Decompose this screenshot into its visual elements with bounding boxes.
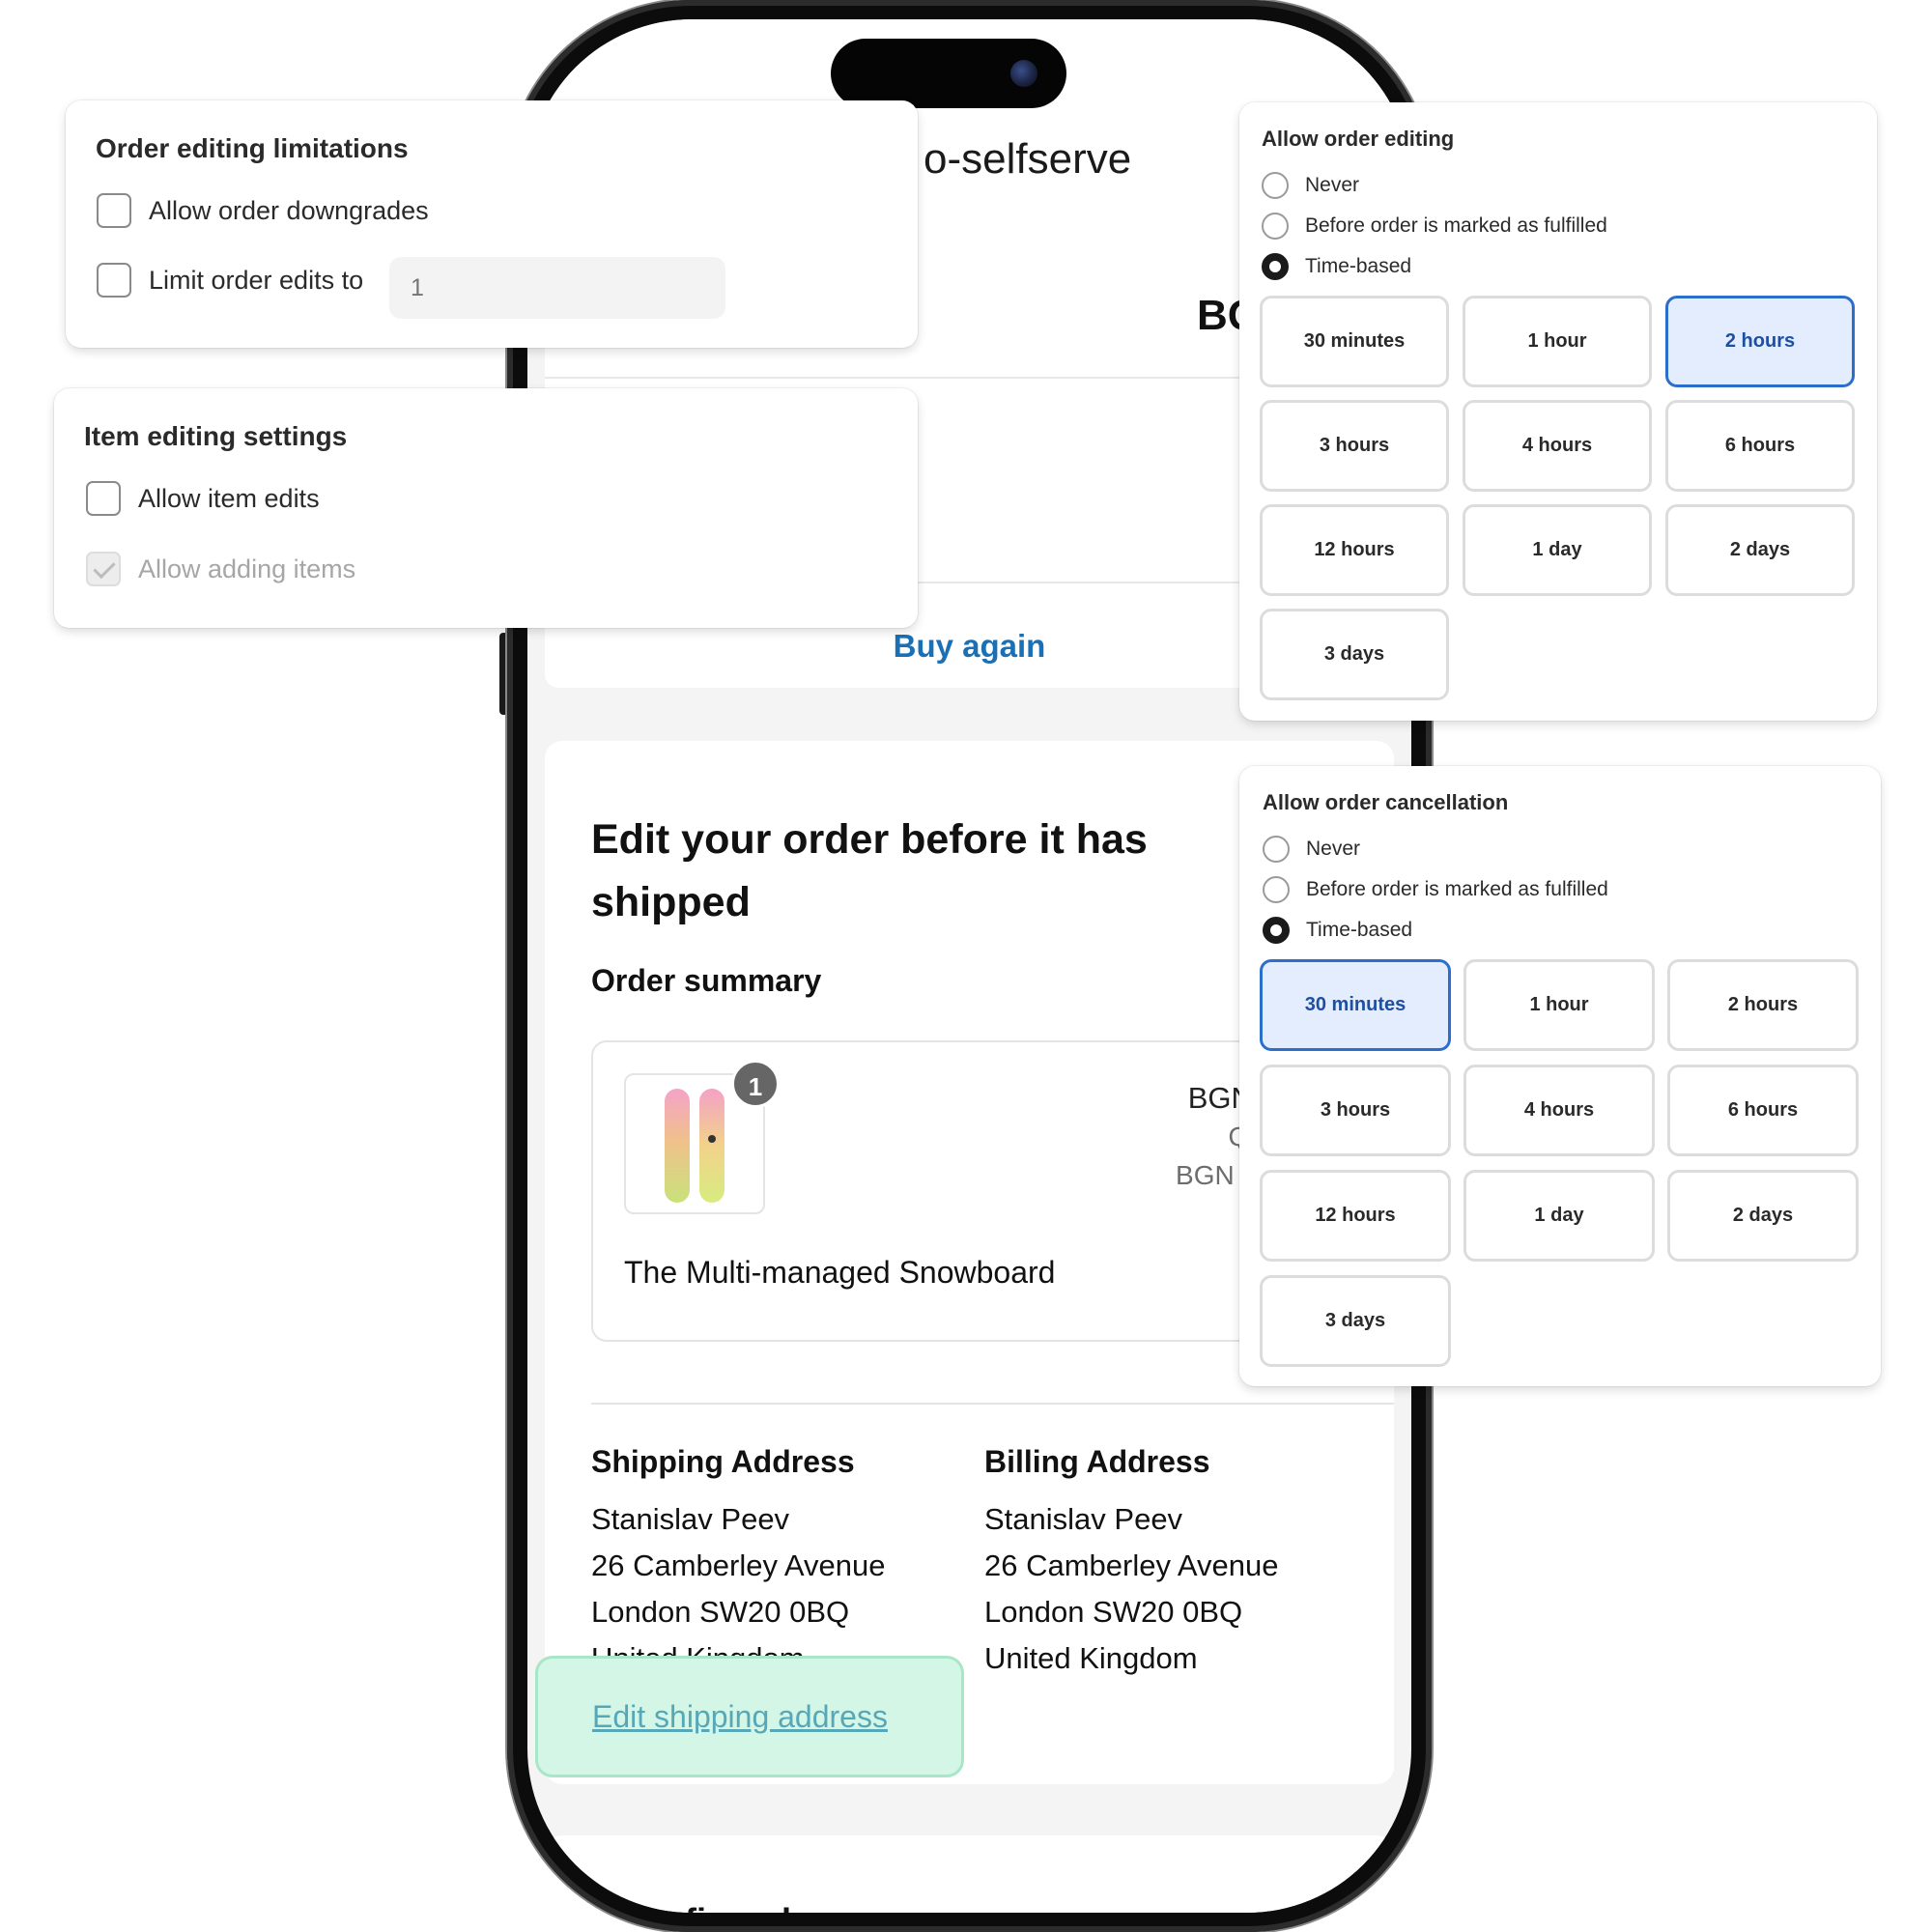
editing-option-6-hours[interactable]: 6 hours: [1665, 400, 1855, 492]
address-line: Stanislav Peev: [984, 1502, 1183, 1536]
shipping-address: Shipping Address Stanislav Peev 26 Cambe…: [591, 1438, 885, 1682]
radio-label: Never: [1306, 838, 1361, 860]
editing-option-1-hour[interactable]: 1 hour: [1463, 296, 1652, 387]
checkbox-label: Limit order edits to: [149, 265, 364, 295]
editing-option-4-hours[interactable]: 4 hours: [1463, 400, 1652, 492]
checkmark-icon: ✓: [585, 1899, 614, 1913]
cancellation-option-30-minutes[interactable]: 30 minutes: [1260, 959, 1451, 1051]
radio-never[interactable]: Never: [1263, 836, 1360, 863]
editing-option-3-hours[interactable]: 3 hours: [1260, 400, 1449, 492]
edit-order-title: Edit your order before it has shipped: [591, 816, 1148, 925]
radio-button-selected[interactable]: [1263, 917, 1290, 944]
divider: [545, 377, 1394, 379]
phone-side-button: [499, 633, 508, 715]
cancellation-option-1-hour[interactable]: 1 hour: [1463, 959, 1655, 1051]
order-status-card: ✓ Confirmed: [545, 1835, 1394, 1913]
address-line: London SW20 0BQ: [591, 1595, 850, 1629]
address-line: London SW20 0BQ: [984, 1595, 1243, 1629]
panel-title: Allow order cancellation: [1263, 790, 1509, 814]
cancellation-option-6-hours[interactable]: 6 hours: [1667, 1065, 1859, 1156]
product-name: The Multi-managed Snowboard: [624, 1255, 1056, 1290]
address-line: Stanislav Peev: [591, 1502, 790, 1536]
radio-before-fulfilled[interactable]: Before order is marked as fulfilled: [1262, 213, 1607, 240]
panel-title: Item editing settings: [84, 421, 348, 451]
editing-option-12-hours[interactable]: 12 hours: [1260, 504, 1449, 596]
panel-title: Allow order editing: [1262, 127, 1455, 151]
editing-option-3-days[interactable]: 3 days: [1260, 609, 1449, 700]
dynamic-island: [831, 39, 1066, 108]
radio-time-based[interactable]: Time-based: [1262, 253, 1411, 280]
order-line-item: 1 BGN 62 Quan BGN 629. The Multi-managed…: [591, 1040, 1296, 1342]
divider: [545, 582, 1394, 583]
panel-title: Order editing limitations: [96, 133, 409, 163]
cancellation-option-2-days[interactable]: 2 days: [1667, 1170, 1859, 1262]
radio-label: Never: [1305, 174, 1360, 196]
billing-address-title: Billing Address: [984, 1444, 1210, 1479]
allow-item-edits-checkbox[interactable]: [86, 481, 121, 516]
checkbox-label: Allow adding items: [138, 554, 356, 583]
cancellation-option-4-hours[interactable]: 4 hours: [1463, 1065, 1655, 1156]
radio-never[interactable]: Never: [1262, 172, 1359, 199]
cancellation-option-3-days[interactable]: 3 days: [1260, 1275, 1451, 1367]
allow-order-downgrades-row[interactable]: Allow order downgrades: [97, 193, 429, 228]
radio-label: Time-based: [1306, 919, 1413, 941]
allow-order-downgrades-checkbox[interactable]: [97, 193, 131, 228]
radio-button[interactable]: [1262, 172, 1289, 199]
edit-shipping-highlight[interactable]: Edit shipping address: [535, 1656, 964, 1777]
editing-option-2-hours[interactable]: 2 hours: [1665, 296, 1855, 387]
radio-button-selected[interactable]: [1262, 253, 1289, 280]
editing-option-1-day[interactable]: 1 day: [1463, 504, 1652, 596]
item-editing-settings-panel: Item editing settings Allow item edits A…: [54, 388, 918, 628]
limit-order-edits-checkbox[interactable]: [97, 263, 131, 298]
radio-button[interactable]: [1263, 876, 1290, 903]
radio-before-fulfilled[interactable]: Before order is marked as fulfilled: [1263, 876, 1608, 903]
shipping-address-title: Shipping Address: [591, 1444, 855, 1479]
cancellation-option-1-day[interactable]: 1 day: [1463, 1170, 1655, 1262]
order-status: Confirmed: [617, 1901, 791, 1913]
address-line: 26 Camberley Avenue: [591, 1548, 886, 1582]
quantity-badge: 1: [731, 1060, 780, 1108]
camera-icon: [1010, 60, 1037, 87]
editing-option-2-days[interactable]: 2 days: [1665, 504, 1855, 596]
edit-shipping-address-link[interactable]: Edit shipping address: [592, 1699, 888, 1734]
radio-label: Before order is marked as fulfilled: [1306, 878, 1608, 900]
order-summary-heading: Order summary: [591, 963, 822, 998]
radio-button[interactable]: [1263, 836, 1290, 863]
checkbox-label: Allow item edits: [138, 483, 320, 513]
buy-again-button[interactable]: Buy again: [893, 628, 1046, 664]
snowboard-image: [699, 1089, 724, 1203]
snowboard-image: [665, 1089, 690, 1203]
allow-order-editing-panel: Allow order editing Never Before order i…: [1239, 102, 1877, 721]
checkbox-label: Allow order downgrades: [149, 195, 429, 225]
radio-time-based[interactable]: Time-based: [1263, 917, 1412, 944]
allow-order-cancellation-panel: Allow order cancellation Never Before or…: [1239, 766, 1881, 1386]
allow-adding-items-checkbox: [86, 552, 121, 586]
shop-name: o-selfserve: [923, 135, 1132, 183]
cancellation-option-2-hours[interactable]: 2 hours: [1667, 959, 1859, 1051]
billing-address: Billing Address Stanislav Peev 26 Camber…: [984, 1438, 1278, 1682]
radio-label: Before order is marked as fulfilled: [1305, 214, 1607, 237]
allow-item-edits-row[interactable]: Allow item edits: [86, 481, 320, 516]
cancellation-option-3-hours[interactable]: 3 hours: [1260, 1065, 1451, 1156]
cancellation-option-12-hours[interactable]: 12 hours: [1260, 1170, 1451, 1262]
divider: [591, 1403, 1394, 1405]
address-line: United Kingdom: [984, 1641, 1198, 1675]
editing-option-30-minutes[interactable]: 30 minutes: [1260, 296, 1449, 387]
radio-label: Time-based: [1305, 255, 1412, 277]
limit-order-edits-row[interactable]: Limit order edits to: [97, 263, 363, 298]
address-line: 26 Camberley Avenue: [984, 1548, 1279, 1582]
limit-edits-input[interactable]: [389, 257, 725, 319]
order-editing-limitations-panel: Order editing limitations Allow order do…: [66, 100, 918, 348]
radio-button[interactable]: [1262, 213, 1289, 240]
allow-adding-items-row: Allow adding items: [86, 552, 355, 586]
